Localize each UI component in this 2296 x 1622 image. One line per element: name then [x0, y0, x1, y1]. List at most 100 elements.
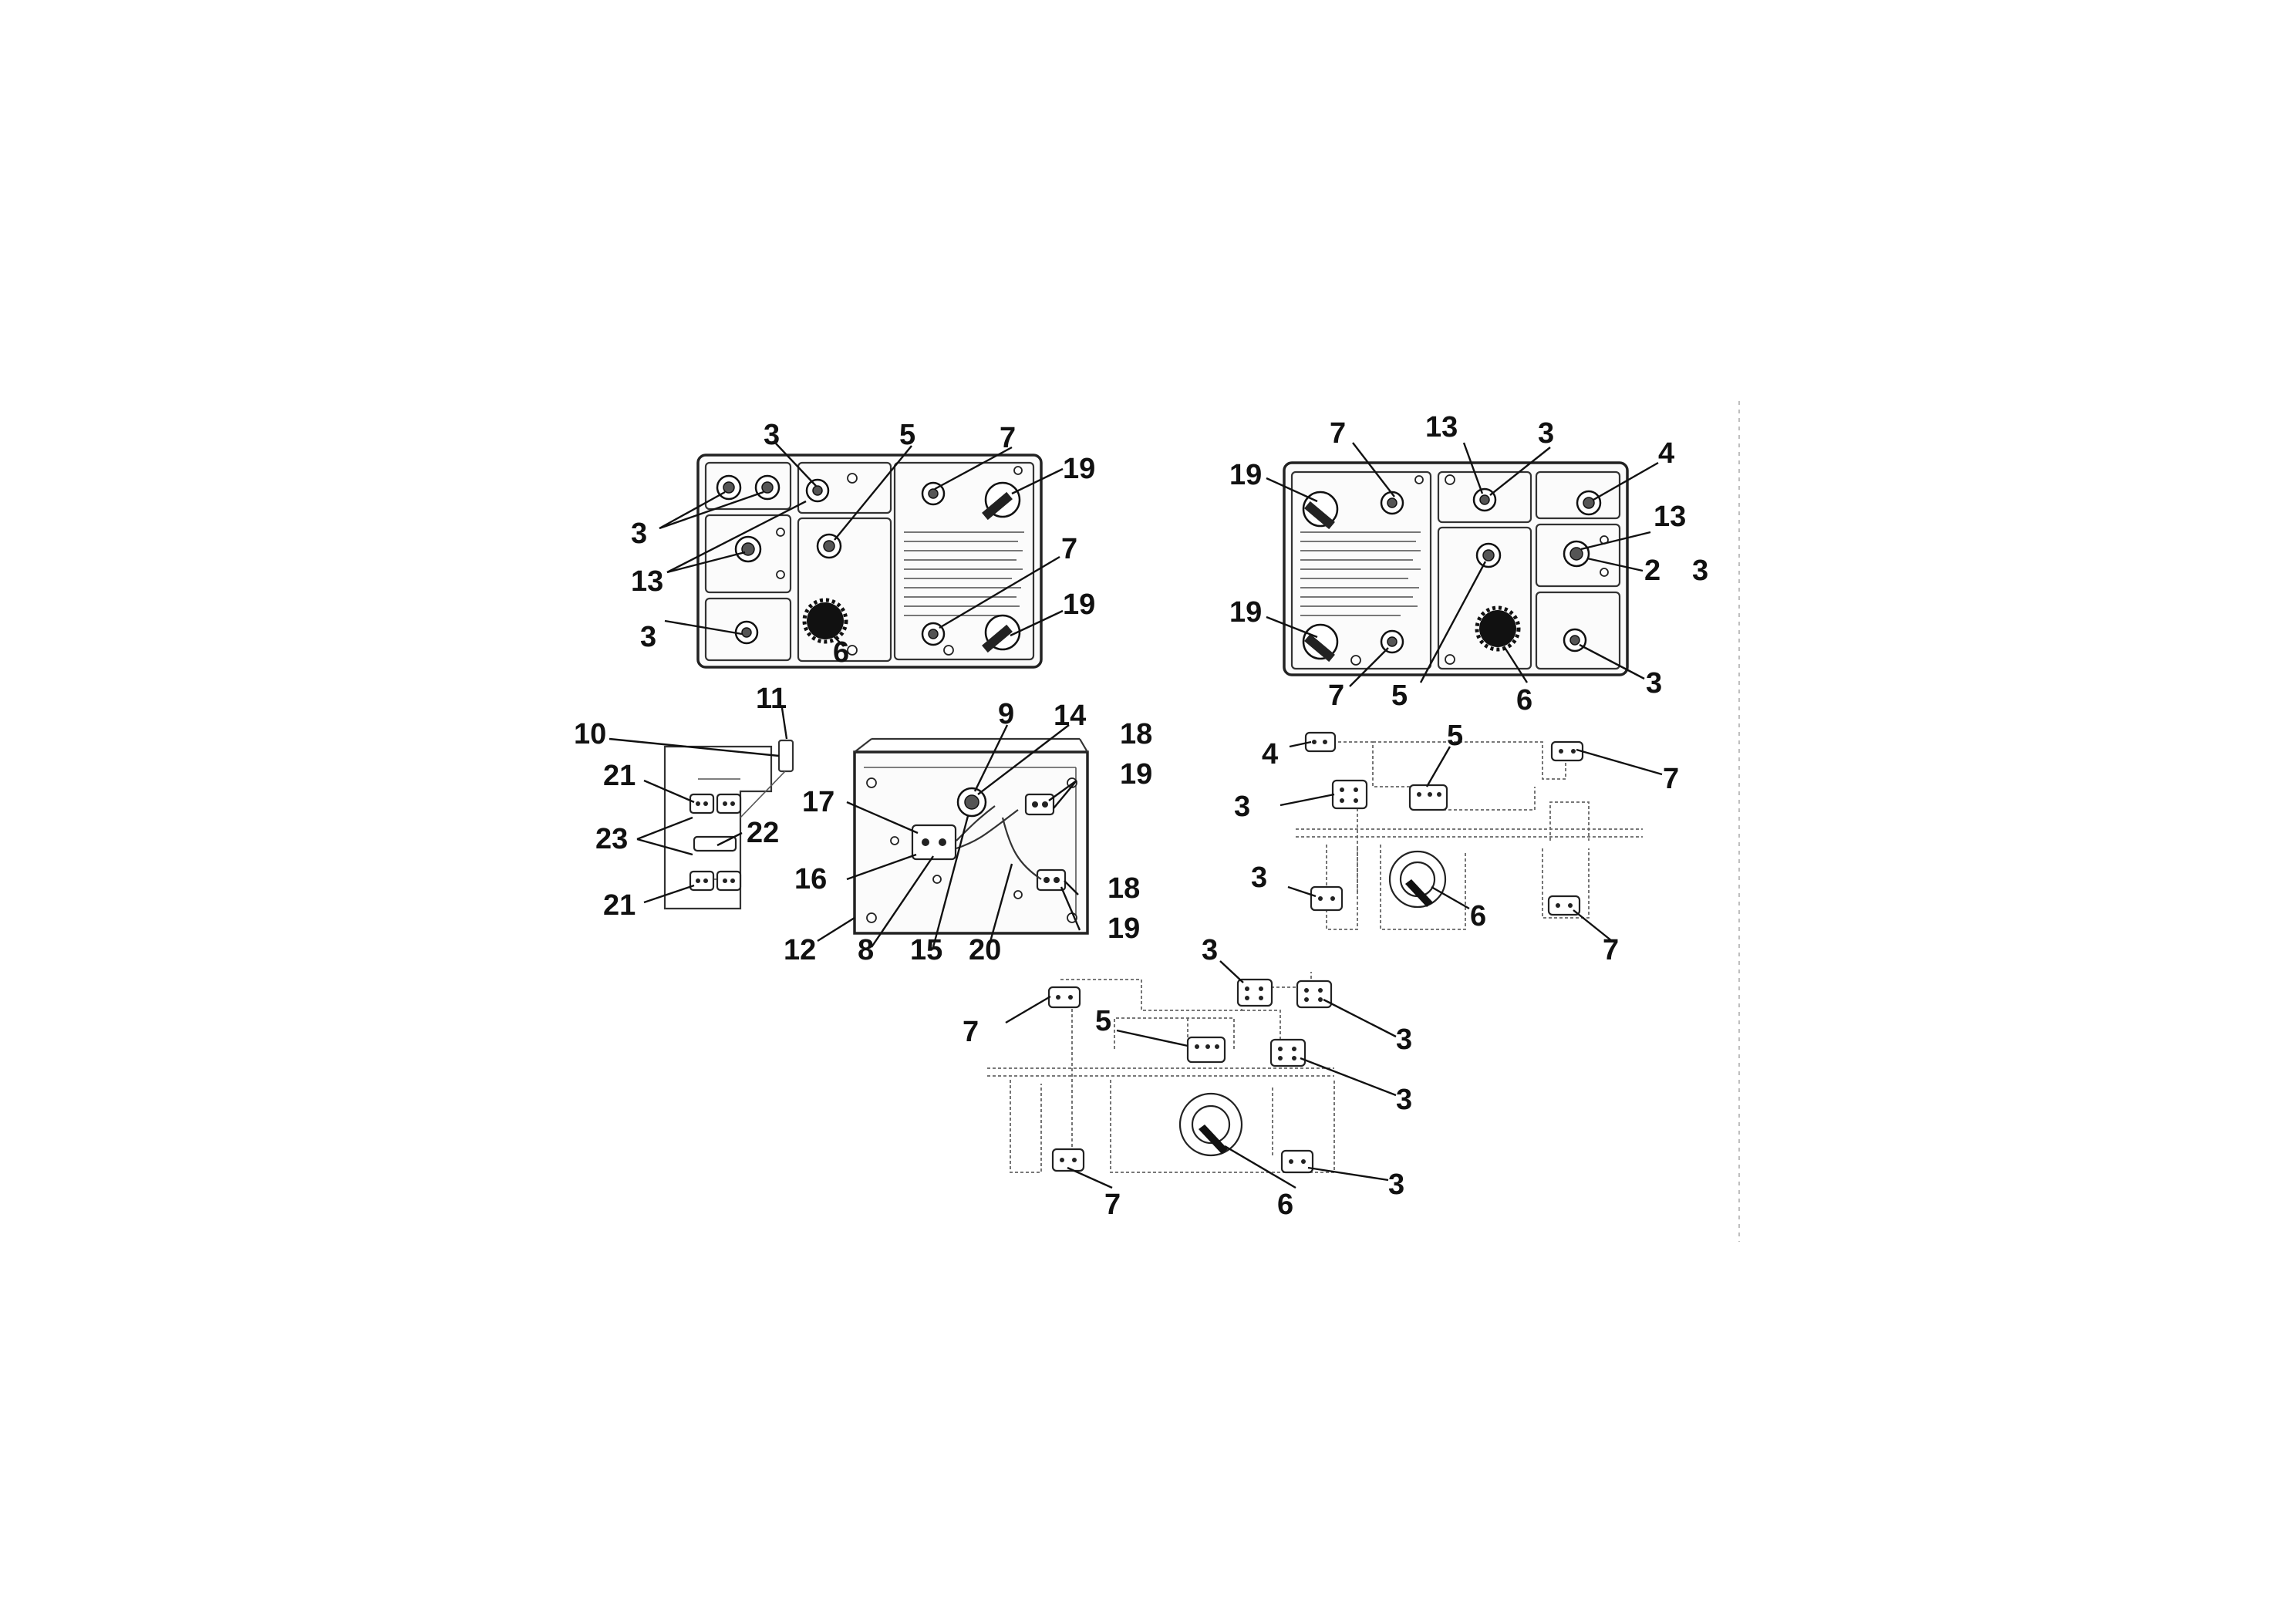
center-subpanel-main — [797, 517, 892, 663]
control-box-front-b: 7 13 3 4 19 13 2 3 19 3 7 5 6 — [1229, 411, 1708, 717]
wiring-view-b: 4 5 7 3 3 6 7 — [1234, 720, 1679, 966]
callout-19: 19 — [1229, 459, 1262, 491]
callout-21: 21 — [603, 760, 636, 792]
toggle-switch — [1563, 628, 1587, 653]
toggle-switch — [734, 535, 762, 563]
relay — [911, 824, 957, 861]
callout-20: 20 — [969, 934, 1001, 966]
callout-13: 13 — [1654, 501, 1686, 533]
toggle-switch — [754, 474, 781, 501]
callout-19: 19 — [1229, 596, 1262, 629]
callout-3: 3 — [640, 621, 656, 653]
toggle-switch — [1380, 629, 1404, 654]
callout-5: 5 — [1447, 720, 1463, 752]
frame-outline — [1296, 801, 1643, 930]
callout-3: 3 — [764, 419, 780, 451]
fuel-valve-lever — [982, 481, 1021, 521]
rheostat-knob — [802, 598, 848, 644]
connector-plug — [1047, 986, 1081, 1009]
toggle-switch — [734, 620, 759, 645]
connector-plug — [1280, 1149, 1314, 1174]
callout-21: 21 — [603, 889, 636, 922]
callout-3: 3 — [1396, 1023, 1412, 1056]
callout-2: 2 — [1644, 555, 1660, 587]
callout-5: 5 — [1095, 1005, 1111, 1037]
connector-plug — [1051, 1148, 1085, 1172]
wiring-view-a: 3 7 5 3 3 6 3 7 — [963, 934, 1412, 1221]
instruction-plate — [1290, 470, 1432, 670]
toggle-switch — [1472, 487, 1497, 512]
right-subpanel-mid — [1535, 523, 1621, 588]
callout-3: 3 — [1538, 417, 1554, 450]
instruction-plate — [893, 461, 1035, 661]
center-subpanel-top — [797, 461, 892, 514]
callout-12: 12 — [784, 934, 816, 966]
control-box-interior: 9 14 18 19 17 16 18 19 12 8 15 20 — [784, 698, 1152, 966]
callout-3: 3 — [1646, 667, 1662, 700]
terminal-block — [1024, 793, 1055, 816]
wire-harness — [956, 805, 1042, 880]
callout-19: 19 — [1120, 758, 1152, 791]
callout-19: 19 — [1063, 453, 1095, 485]
callout-7: 7 — [963, 1016, 979, 1048]
callout-14: 14 — [1054, 700, 1086, 732]
toggle-switch — [816, 533, 842, 559]
callout-22: 22 — [747, 817, 779, 849]
connector-plug — [1547, 895, 1581, 916]
right-subpanel-bottom — [1535, 591, 1621, 670]
rheostat — [1388, 850, 1447, 909]
center-subpanel-main — [1437, 526, 1532, 670]
callout-17: 17 — [802, 786, 834, 818]
rheostat — [1178, 1092, 1243, 1157]
toggle-switch — [1380, 491, 1404, 515]
callout-7: 7 — [1663, 763, 1679, 795]
toggle-switch — [716, 474, 742, 501]
callout-7: 7 — [1603, 934, 1619, 966]
connector — [689, 870, 742, 892]
wire-run — [1311, 741, 1566, 895]
connector-plug — [1304, 731, 1337, 753]
rheostat-knob — [1475, 605, 1521, 652]
callout-6: 6 — [1516, 684, 1532, 717]
callout-8: 8 — [858, 934, 874, 966]
connector-plug — [1269, 1038, 1306, 1067]
callout-7: 7 — [1061, 533, 1077, 565]
left-subpanel-top — [704, 461, 792, 511]
callout-18: 18 — [1120, 718, 1152, 750]
toggle-switch — [805, 478, 830, 503]
bracket-body — [663, 745, 773, 910]
toggle-switch — [1475, 542, 1502, 568]
callout-7: 7 — [1000, 422, 1016, 454]
left-subpanel-bottom — [704, 597, 792, 662]
callout-5: 5 — [1391, 679, 1408, 712]
callout-16: 16 — [794, 863, 827, 895]
right-subpanel-top — [1535, 470, 1621, 520]
callout-3: 3 — [1234, 791, 1250, 823]
fuel-valve-lever — [1302, 491, 1339, 530]
callout-10: 10 — [574, 718, 606, 750]
callout-4: 4 — [1658, 437, 1674, 470]
callout-13: 13 — [1425, 411, 1458, 443]
wire-run — [1060, 972, 1312, 1149]
fuel-valve-lever — [982, 614, 1021, 653]
callout-19: 19 — [1108, 912, 1140, 945]
connector — [689, 793, 742, 814]
connector-plug — [1186, 1036, 1226, 1064]
callout-11: 11 — [756, 683, 787, 715]
callout-19: 19 — [1063, 588, 1095, 621]
frame-outline — [987, 1017, 1335, 1173]
switch-bracket-side: 10 11 21 23 22 21 — [574, 683, 794, 922]
connector-plug — [1408, 784, 1448, 811]
connector-plug — [1310, 885, 1344, 912]
connector-plug — [1550, 740, 1584, 762]
callout-7: 7 — [1328, 679, 1344, 712]
circuit-breaker — [956, 787, 987, 818]
callout-3: 3 — [631, 518, 647, 550]
callout-15: 15 — [910, 934, 942, 966]
toggle-switch — [1563, 540, 1590, 568]
callout-5: 5 — [899, 419, 915, 451]
panel-outline — [1283, 461, 1629, 676]
callout-3: 3 — [1202, 934, 1218, 966]
toggle-switch — [921, 622, 946, 646]
